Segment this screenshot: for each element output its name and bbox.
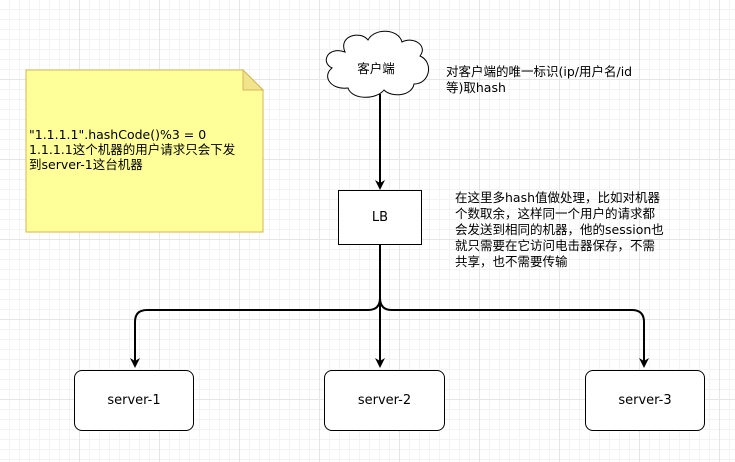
client-annotation-line: 等)取hash bbox=[446, 80, 506, 95]
client-label: 客户端 bbox=[357, 61, 395, 76]
client-annotation-line: 对客户端的唯一标识(ip/用户名/id bbox=[446, 64, 633, 79]
sticky-note[interactable] bbox=[25, 69, 264, 233]
note-line: "1.1.1.1".hashCode()%3 = 0 bbox=[29, 127, 207, 142]
client-cloud[interactable] bbox=[325, 30, 429, 98]
note-text: "1.1.1.1".hashCode()%3 = 0 1.1.1.1这个机器的用… bbox=[29, 127, 261, 172]
server-3-box[interactable]: server-3 bbox=[585, 370, 705, 431]
note-line: 到server-1这台机器 bbox=[29, 157, 143, 172]
note-line: 1.1.1.1这个机器的用户请求只会下发 bbox=[29, 142, 236, 157]
lb-annotation-line: 共享，也不需要传输 bbox=[455, 254, 568, 269]
lb-annotation-line: 个数取余，这样同一个用户的请求都 bbox=[455, 206, 656, 221]
lb-annotation: 在这里多hash值做处理，比如对机器 个数取余，这样同一个用户的请求都 会发送到… bbox=[455, 190, 664, 270]
sticky-note-fold bbox=[242, 68, 265, 91]
lb-label: LB bbox=[371, 210, 389, 225]
server-2-box[interactable]: server-2 bbox=[324, 370, 445, 431]
server-1-label: server-1 bbox=[107, 393, 161, 408]
server-1-box[interactable]: server-1 bbox=[74, 370, 194, 431]
lb-annotation-line: 会发送到相同的机器，他的session也 bbox=[455, 222, 664, 237]
lb-annotation-line: 就只需要在它访问电击器保存，不需 bbox=[455, 238, 656, 253]
lb-annotation-line: 在这里多hash值做处理，比如对机器 bbox=[455, 190, 661, 205]
arrow-lb-to-server-3 bbox=[379, 245, 649, 368]
server-2-label: server-2 bbox=[357, 393, 412, 408]
client-annotation: 对客户端的唯一标识(ip/用户名/id 等)取hash bbox=[446, 64, 632, 96]
arrow-lb-to-server-1 bbox=[130, 245, 381, 368]
lb-box[interactable]: LB bbox=[338, 190, 422, 245]
server-3-label: server-3 bbox=[618, 393, 672, 408]
